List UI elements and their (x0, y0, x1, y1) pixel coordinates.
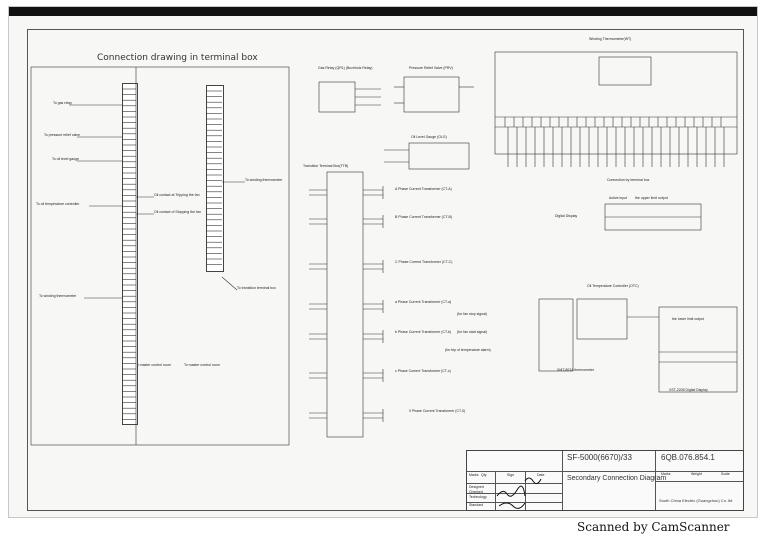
role-standard: Standard (469, 503, 484, 507)
role-technology: Technology (469, 495, 487, 499)
drawing-number: SF-5000(6670)/33 (567, 453, 632, 462)
drawing-sheet: Connection drawing in terminal box To ga… (8, 6, 758, 518)
row-date: Date (537, 473, 545, 477)
col-marks: Marks (661, 472, 671, 476)
part-number: 6QB.076.854.1 (661, 453, 715, 462)
label-temp-alarm: (for trip of temperature alarm) (445, 348, 491, 352)
label-lower-limit: the lower limit output (672, 317, 705, 321)
annot-pressure-relief: To pressure relief valve (44, 133, 80, 137)
row-marks: Marks (469, 473, 479, 477)
label-ct-a2: a Phase Current Transformer (CT-a) (395, 300, 452, 304)
label-ct-b: B Phase Current Transformer (CT-B) (395, 215, 452, 219)
label-gas-relay: Gas Relay (QR1) (Buchholz Relay) (318, 66, 373, 70)
drawing-title: Secondary Connection Diagram (567, 475, 667, 482)
label-active-input: Active input (609, 196, 628, 200)
scanner-watermark: Scanned by CamScanner (577, 520, 730, 534)
signature-scribbles (496, 477, 542, 509)
label-xmt-thermometer: XMT-803A thermometer (557, 368, 595, 372)
label-ct-b2: b Phase Current Transformer (CT-b) (395, 330, 452, 334)
role-checked: Checked (469, 490, 483, 494)
scan-top-edge (9, 7, 757, 16)
row-sign: Sign (507, 473, 515, 477)
col-scale: Scale (721, 472, 730, 476)
row-qty: Qty (481, 473, 487, 477)
annot-gas-relay: To gas relay (53, 101, 72, 105)
annot-winding-thermo-left: To winding thermometer (39, 294, 77, 298)
annot-master-left: To master control room (135, 363, 171, 367)
annot-contact-lo: Oil contact of Stopping the fan (154, 210, 201, 214)
company-name: South China Electric (Guangzhou) Co. ltd (659, 498, 733, 503)
label-oil-temp-controller: Oil Temperature Controller (OTC) (587, 284, 639, 288)
terminal-strip-left (122, 83, 138, 425)
annot-master-right: To master control room (184, 363, 220, 367)
label-connection-terminal: Connection by terminal box (607, 178, 650, 182)
label-fan-stop: (for fan stop signal) (457, 312, 487, 316)
label-oil-level: Oil Level Gauge (OLG) (411, 135, 447, 139)
label-fan-start: (for fan start signal) (457, 330, 488, 334)
label-transition-box: Transition Terminal Box(TTB) (303, 164, 349, 168)
label-ct-c: C Phase Current Transformer (CT-C) (395, 260, 453, 264)
label-ct-0: 0 Phase Current Transformer (CT-0) (409, 409, 466, 413)
label-winding-thermometer: Winding Thermometer(WT) (589, 37, 632, 41)
title-block: SF-5000(6670)/33 6QB.076.854.1 Secondary… (466, 450, 744, 511)
schematic-linework (30, 51, 738, 446)
label-digital-display-2: XST-2208 Digital Display (669, 388, 708, 392)
annot-winding-thermo-right: To winding thermometer (245, 178, 283, 182)
col-weight: Weight (691, 472, 702, 476)
label-ct-a: A Phase Current Transformer (CT-A) (395, 187, 452, 191)
label-pressure-relief: Pressure Relief Valve (PRV) (409, 66, 453, 70)
drawing-frame (27, 29, 744, 511)
label-digital-display: Digital Display (555, 214, 578, 218)
role-designed: Designed (469, 485, 484, 489)
annot-oil-level: To oil level gauge (52, 157, 80, 161)
annot-transition: To transition terminal box (237, 286, 276, 290)
label-upper-limit: the upper limit output (635, 196, 668, 200)
left-title: Connection drawing in terminal box (97, 53, 258, 63)
annot-oil-temp: To oil temperature controller (36, 202, 80, 206)
annot-contact-hi: Oil contact at Tripping the fan (154, 193, 200, 197)
label-ct-c2: c Phase Current Transformer (CT-c) (395, 369, 451, 373)
